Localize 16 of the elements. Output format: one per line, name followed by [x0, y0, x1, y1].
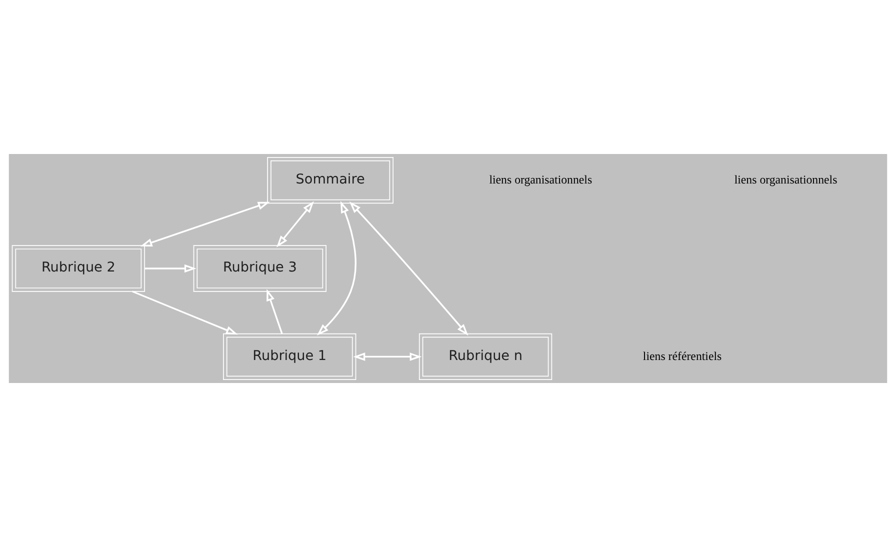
label: liens organisationnels	[489, 172, 592, 186]
node-box: Rubrique 2	[12, 244, 145, 292]
label: liens référentiels	[642, 348, 722, 362]
arrow	[144, 264, 196, 272]
arrow	[276, 200, 314, 247]
node-box: Sommaire	[267, 156, 394, 204]
node-box: Rubrique 1	[223, 332, 356, 380]
label: liens organisationnels	[734, 172, 838, 186]
arrow	[140, 201, 270, 246]
arrow	[349, 200, 468, 336]
arrow	[316, 200, 356, 335]
node-box: Rubrique n	[418, 332, 552, 380]
arrow	[132, 290, 238, 334]
arrow	[266, 288, 283, 334]
node-box: Rubrique 3	[193, 244, 326, 292]
arrow	[353, 352, 422, 360]
